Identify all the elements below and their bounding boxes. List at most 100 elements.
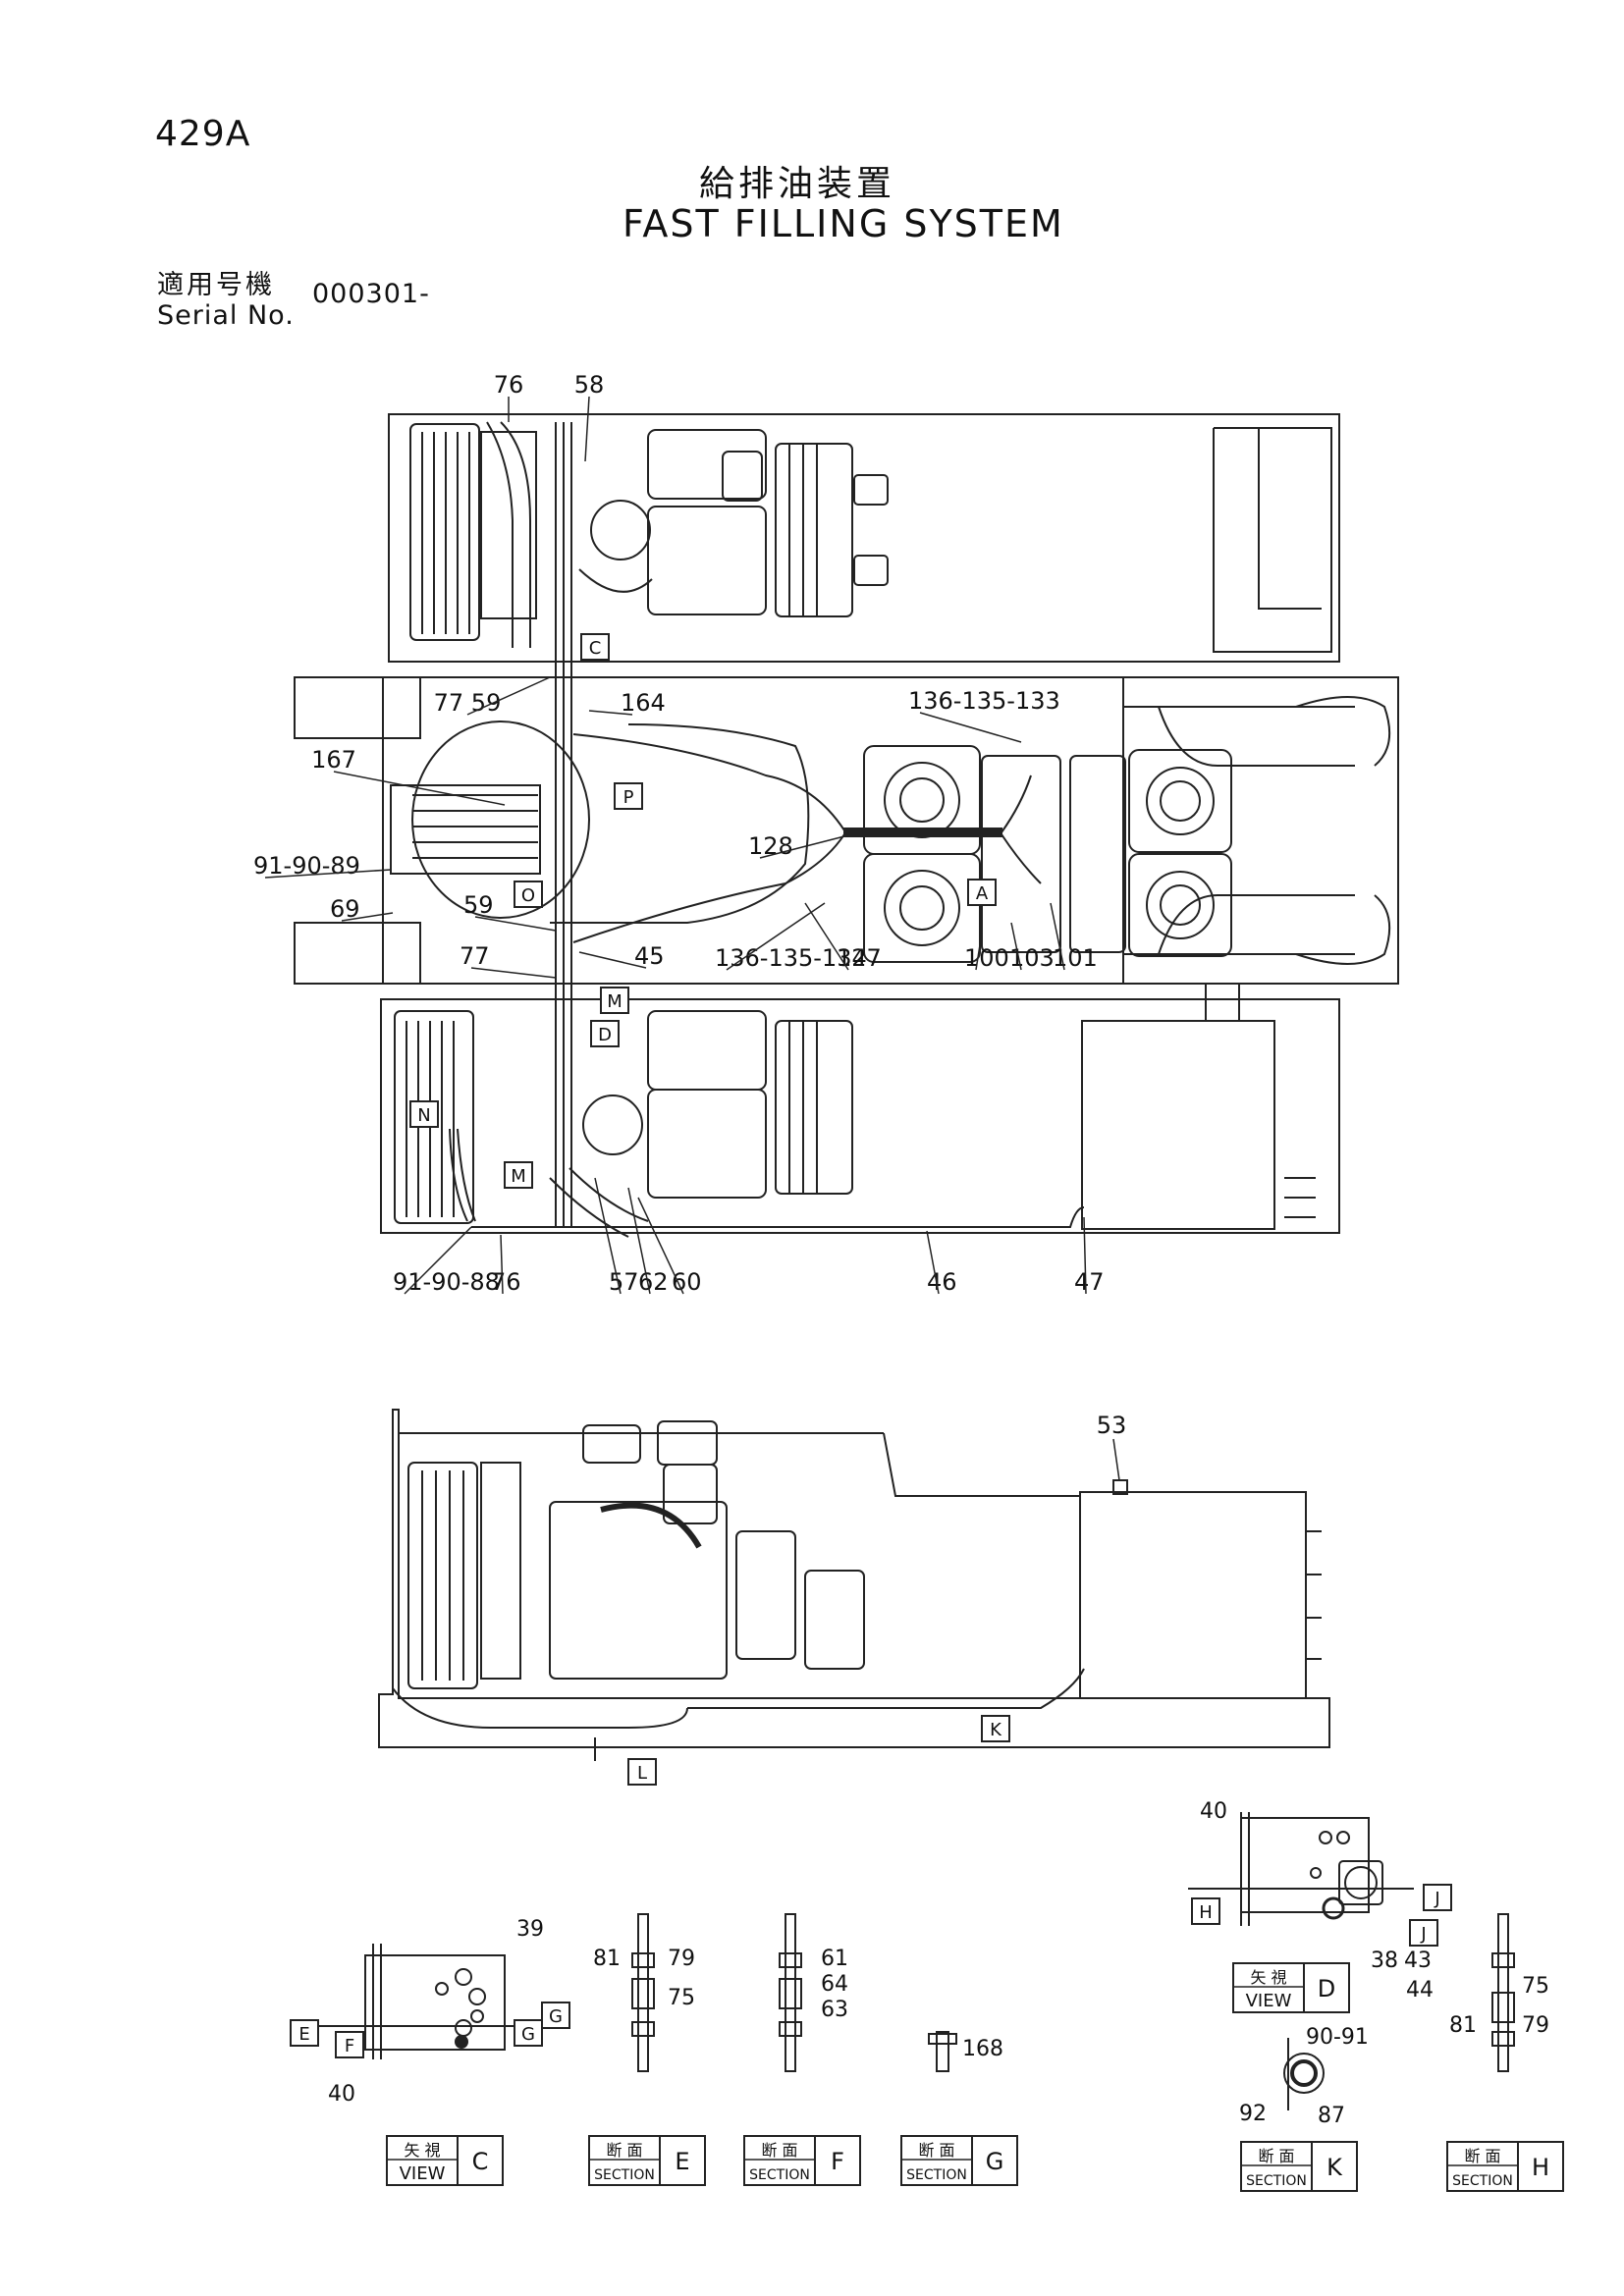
top-view-callout: 127 — [837, 944, 882, 972]
detail-callout: 79 — [1522, 2013, 1549, 2038]
side-engine-block — [549, 1501, 728, 1680]
view-marker: G — [514, 2019, 543, 2047]
top-view-callout: 164 — [621, 689, 666, 717]
view-marker-letter: M — [607, 991, 623, 1012]
detail-caption-k: 断 面 SECTION K — [1240, 2141, 1358, 2192]
page-code: 429A — [155, 114, 251, 154]
title-japanese: 給排油装置 — [699, 164, 896, 204]
hydraulic-tank-2 — [863, 853, 981, 963]
top-view-callout: 91-90-88 — [393, 1268, 500, 1296]
view-marker-letter: G — [549, 2006, 563, 2027]
view-marker: P — [614, 782, 643, 810]
detail-callout: 63 — [821, 1998, 848, 2022]
frame-left-upper-arm — [294, 676, 421, 739]
detail-caption-en: VIEW — [1246, 1991, 1292, 2011]
detail-caption-en: SECTION — [906, 2167, 967, 2183]
detail-caption-en: VIEW — [400, 2163, 446, 2184]
view-marker-letter: N — [417, 1105, 430, 1126]
view-marker: O — [514, 881, 543, 908]
detail-caption-en: SECTION — [594, 2167, 655, 2183]
top-view-callout: 46 — [927, 1268, 957, 1296]
title-english: FAST FILLING SYSTEM — [623, 202, 1064, 245]
view-marker-letter: G — [521, 2024, 535, 2045]
side-view-base — [378, 1409, 1330, 1748]
upper-engine-block — [647, 429, 767, 500]
view-marker: F — [335, 2031, 364, 2058]
view-marker-letter: P — [623, 787, 634, 808]
hydraulic-tank-3 — [1128, 749, 1232, 853]
view-marker-letter: H — [1199, 1902, 1213, 1923]
view-marker-letter: J — [1420, 1924, 1426, 1945]
detail-callout: 61 — [821, 1947, 848, 1971]
detail-callout: 38 — [1371, 1949, 1398, 1973]
detail-section-k-drawing — [1283, 2038, 1325, 2110]
detail-caption-en: SECTION — [1246, 2173, 1307, 2189]
top-view-callout: 62 — [638, 1268, 669, 1296]
detail-callout: 40 — [328, 2082, 355, 2107]
view-marker: H — [1191, 1897, 1220, 1925]
serial-label-english: Serial No. — [157, 300, 295, 331]
view-marker-letter: J — [1434, 1889, 1439, 1909]
detail-caption-letter: H — [1532, 2154, 1549, 2181]
side-view-drawing — [378, 1409, 1330, 1761]
detail-caption-jp: 断 面 — [761, 2141, 797, 2160]
upper-radiator — [409, 423, 480, 641]
detail-caption-letter: K — [1326, 2154, 1343, 2181]
detail-callout: 75 — [668, 1986, 695, 2010]
view-marker-letter: O — [521, 885, 535, 906]
detail-callout: 90-91 — [1306, 2025, 1369, 2050]
detail-caption-letter: G — [986, 2148, 1004, 2175]
view-marker-letter: E — [298, 2024, 309, 2045]
serial-number-value: 000301- — [312, 279, 430, 309]
detail-caption-jp: 断 面 — [1258, 2147, 1294, 2165]
top-view-callout: 167 — [311, 746, 356, 774]
top-view-callout: 136-135-133 — [908, 687, 1060, 715]
top-view-callout: 77 59 — [434, 689, 502, 717]
detail-callout: 40 — [1200, 1799, 1227, 1824]
view-marker-letter: D — [598, 1025, 612, 1045]
view-marker-letter: L — [637, 1763, 647, 1784]
detail-view-c-drawing — [295, 1944, 530, 2059]
detail-callout: 44 — [1406, 1978, 1434, 2002]
top-view-callout: 59 — [463, 891, 494, 919]
upper-pump — [775, 443, 853, 617]
detail-callout: 79 — [668, 1947, 695, 1971]
side-view-callout: 53 — [1097, 1412, 1127, 1439]
view-marker: J — [1409, 1919, 1438, 1947]
detail-callout: 75 — [1522, 1974, 1549, 1999]
side-fuel-tank — [1079, 1491, 1307, 1699]
detail-section-f-drawing — [779, 1913, 802, 2072]
detail-caption-jp: 矢 視 — [1250, 1968, 1286, 1987]
top-view-callout: 100 — [964, 944, 1009, 972]
detail-view-d-drawing — [1188, 1812, 1414, 1926]
frame-left-lower-arm — [294, 922, 421, 985]
view-marker-letter: F — [345, 2036, 354, 2056]
top-view-callout: 58 — [574, 371, 605, 399]
detail-caption-en: SECTION — [1452, 2173, 1513, 2189]
view-marker: E — [290, 2019, 319, 2047]
view-marker: N — [409, 1100, 439, 1128]
hydraulic-tank-4 — [1128, 853, 1232, 957]
view-marker: M — [504, 1161, 533, 1189]
detail-caption-g: 断 面 SECTION G — [900, 2135, 1018, 2186]
detail-callout: 39 — [516, 1917, 544, 1942]
view-marker: D — [590, 1020, 620, 1047]
detail-caption-jp: 断 面 — [918, 2141, 954, 2160]
top-view-callout: 76 — [494, 371, 524, 399]
lower-engine-compartment — [380, 998, 1340, 1234]
detail-callout: 92 — [1239, 2102, 1267, 2126]
detail-callout: 168 — [962, 2037, 1003, 2061]
top-view-callout: 76 — [491, 1268, 521, 1296]
detail-caption-jp: 断 面 — [1464, 2147, 1500, 2165]
view-marker: C — [580, 633, 610, 661]
detail-section-g-drawing — [928, 2031, 957, 2072]
top-view-callout: 57 — [609, 1268, 639, 1296]
top-view-drawing — [294, 413, 1399, 1238]
detail-callout: 43 — [1404, 1949, 1432, 1973]
